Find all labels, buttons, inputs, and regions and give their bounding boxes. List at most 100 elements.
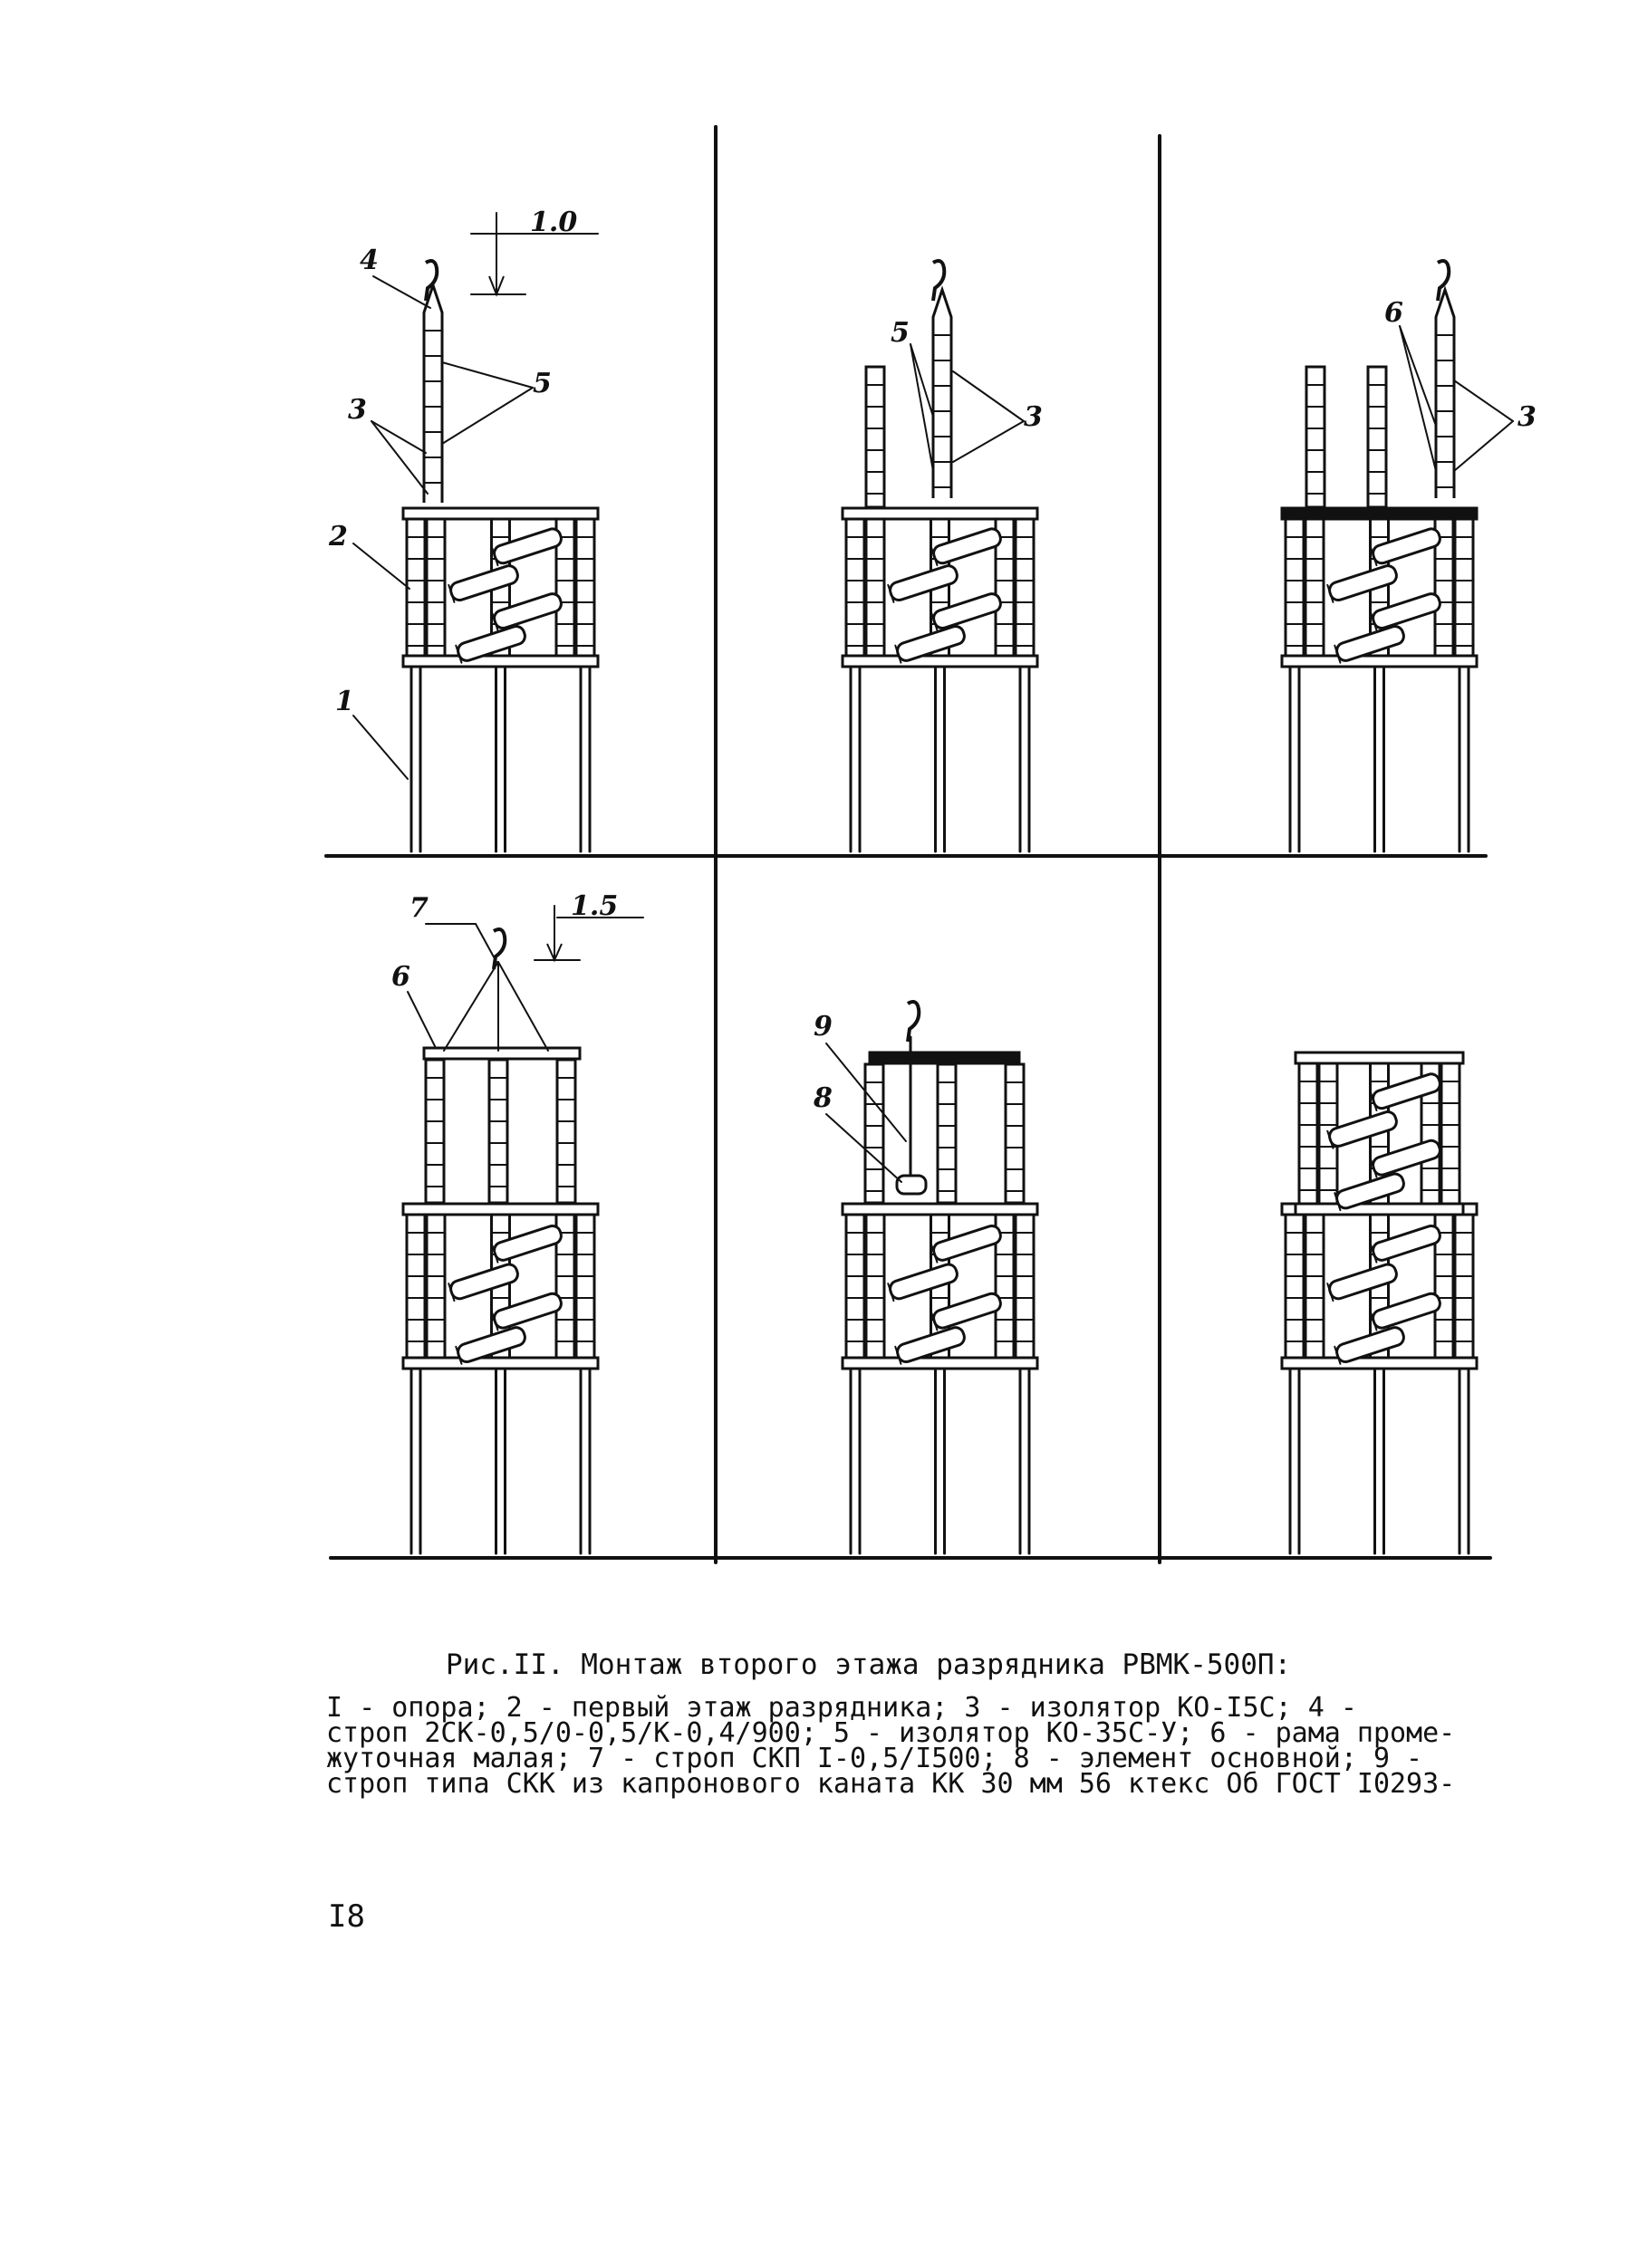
- leader-line: [952, 420, 1025, 463]
- diagonal-insulator: [887, 564, 958, 603]
- insulator-end: [930, 1312, 939, 1331]
- diagonal-insulator: [1326, 1110, 1398, 1149]
- column-outline: [487, 1058, 509, 1205]
- insulator-end: [448, 1283, 456, 1302]
- diagonal-insulator: [448, 1263, 519, 1302]
- panel-4: [401, 905, 644, 1555]
- leader-line: [372, 275, 431, 309]
- insulator-body: [493, 592, 563, 629]
- diagonal-insulator: [1334, 625, 1405, 664]
- insulator-end: [930, 1244, 939, 1264]
- leader-line: [1453, 380, 1514, 422]
- frame-plate: [841, 654, 1039, 668]
- column-outline: [864, 365, 886, 509]
- insulator-column: [1004, 1062, 1026, 1205]
- leader-line: [352, 543, 410, 590]
- insulator-end: [1370, 1091, 1378, 1111]
- insulator-end: [1334, 1345, 1342, 1365]
- leader-line: [371, 420, 427, 454]
- insulator-column: [844, 517, 866, 658]
- column-outline: [1014, 517, 1036, 658]
- leader-line: [825, 1043, 907, 1142]
- callout-label: 4: [360, 245, 379, 276]
- insulator-column: [864, 1213, 886, 1360]
- insulator-end: [1334, 1192, 1342, 1212]
- insulator-column: [1014, 1213, 1036, 1360]
- hook-shape: [492, 927, 507, 970]
- callout-label: 3: [1024, 401, 1043, 433]
- insulator-body: [932, 1224, 1002, 1262]
- page-number: I8: [328, 1898, 365, 1935]
- panel-6: [1280, 1051, 1479, 1555]
- column-outline: [1366, 365, 1388, 509]
- diagonal-insulator: [491, 1292, 563, 1331]
- insulator-end: [930, 547, 939, 567]
- column-outline: [864, 517, 886, 658]
- callout-dimension: 1.0: [530, 207, 577, 238]
- insulator-column: [1440, 1062, 1461, 1206]
- insulator-column: [1297, 1062, 1319, 1206]
- crane-hook: [492, 927, 507, 970]
- column-outline: [425, 517, 447, 658]
- arrester-storey: [1280, 506, 1479, 668]
- insulator-end: [1334, 644, 1342, 664]
- frame-plate: [401, 1202, 600, 1216]
- callout-label: 2: [328, 521, 348, 553]
- panel-2: [841, 259, 1039, 853]
- diagonal-insulator: [930, 527, 1002, 567]
- insulator-column: [936, 1062, 958, 1205]
- lifted-insulator: [931, 285, 953, 498]
- column-outline: [1440, 1062, 1461, 1206]
- column-outline: [425, 1213, 447, 1360]
- diagonal-insulator: [1370, 527, 1441, 567]
- insulator-column: [863, 1062, 885, 1205]
- diagonal-insulator: [887, 1263, 958, 1302]
- column-outline: [1453, 517, 1475, 658]
- arrester-storey: [841, 506, 1039, 668]
- column-outline: [936, 1062, 958, 1205]
- column-outline: [1420, 1062, 1441, 1206]
- column-outline: [1305, 365, 1326, 509]
- column-outline: [864, 1213, 886, 1360]
- column-outline: [554, 1213, 576, 1360]
- column-outline: [844, 1213, 866, 1360]
- frame-plate: [401, 1356, 600, 1370]
- diagonal-insulator: [1334, 1326, 1405, 1365]
- callout-label: 3: [1517, 401, 1536, 433]
- callout-label: 6: [1384, 297, 1403, 329]
- insulator-column: [405, 1213, 427, 1360]
- crane-hook: [424, 259, 439, 302]
- callout-label: 1: [335, 686, 354, 717]
- insulator-body: [493, 1224, 563, 1262]
- insulator-end: [930, 611, 939, 631]
- column-outline: [554, 517, 576, 658]
- column-outline: [994, 1213, 1016, 1360]
- insulator-body: [932, 592, 1002, 629]
- insulator-column: [1366, 365, 1388, 509]
- column-outline: [1304, 1213, 1325, 1360]
- lifted-insulator: [1434, 285, 1456, 498]
- leader-line: [1399, 325, 1437, 472]
- diagonal-insulator: [930, 1292, 1002, 1331]
- crane-hook: [931, 259, 947, 302]
- insulator-end: [1370, 1312, 1378, 1331]
- insulator-column: [994, 517, 1016, 658]
- hook-shape: [931, 259, 947, 302]
- diagonal-insulator: [894, 625, 966, 664]
- insulator-body: [1372, 1139, 1441, 1177]
- insulator-column: [1304, 517, 1325, 658]
- column-outline: [574, 1213, 596, 1360]
- insulator-end: [887, 583, 895, 603]
- insulator-end: [491, 547, 499, 567]
- callout-dimension: 1.5: [571, 890, 618, 922]
- base-element: [895, 1174, 928, 1196]
- legend-line: строп типа СКК из капронового каната КК …: [326, 1768, 1456, 1800]
- insulator-end: [1326, 583, 1334, 603]
- callout-label: 9: [814, 1011, 833, 1043]
- insulator-column: [574, 1213, 596, 1360]
- column-outline: [1297, 1062, 1319, 1206]
- column-outline: [574, 517, 596, 658]
- mast-outline: [1434, 285, 1456, 498]
- column-outline: [1284, 517, 1305, 658]
- diagonal-insulator: [1370, 1224, 1441, 1264]
